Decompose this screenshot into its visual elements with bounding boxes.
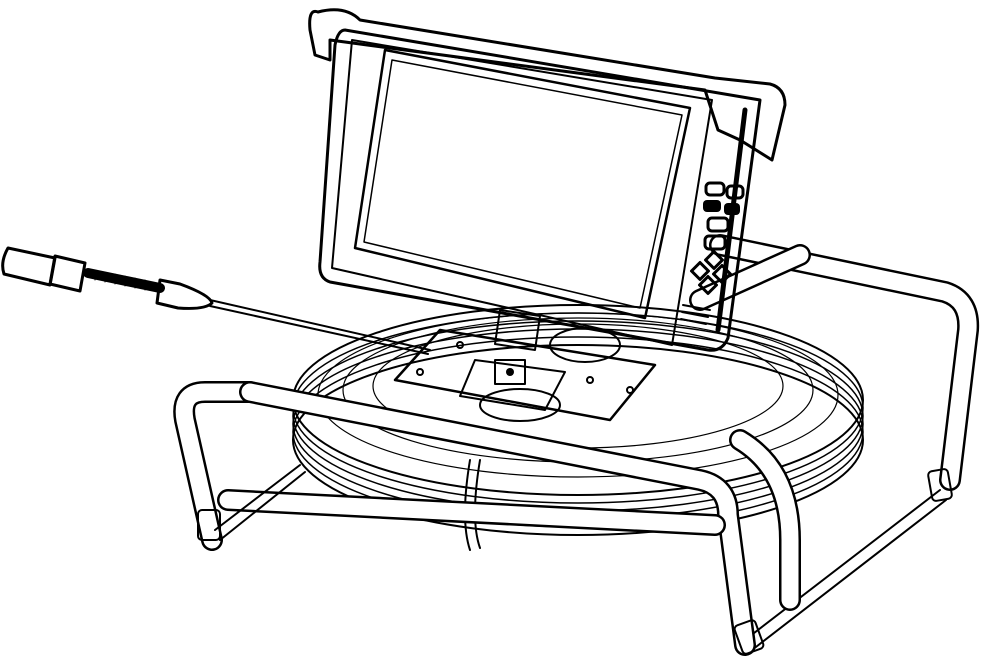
dpad-up[interactable] [704,250,724,270]
back-frame [689,234,980,651]
dpad-down[interactable] [698,275,718,295]
monitor [308,8,787,352]
button[interactable] [706,216,730,233]
reel-hub [479,388,561,422]
button[interactable] [703,200,721,212]
dpad-left[interactable] [690,261,710,281]
camera-probe [1,246,431,355]
control-buttons [690,181,745,295]
button[interactable] [703,234,727,251]
front-frame [173,381,801,656]
button[interactable] [724,203,740,215]
button[interactable] [704,181,726,197]
foot-clamp [733,619,765,655]
screen [353,48,692,320]
foot-clamp [927,468,953,502]
button[interactable] [725,184,745,200]
camera-head [1,246,57,287]
carry-handle [308,8,787,162]
camera-connector [494,359,526,385]
mounting-plate [393,309,657,422]
foot-clamp [197,509,221,541]
dpad-right[interactable] [712,264,732,284]
